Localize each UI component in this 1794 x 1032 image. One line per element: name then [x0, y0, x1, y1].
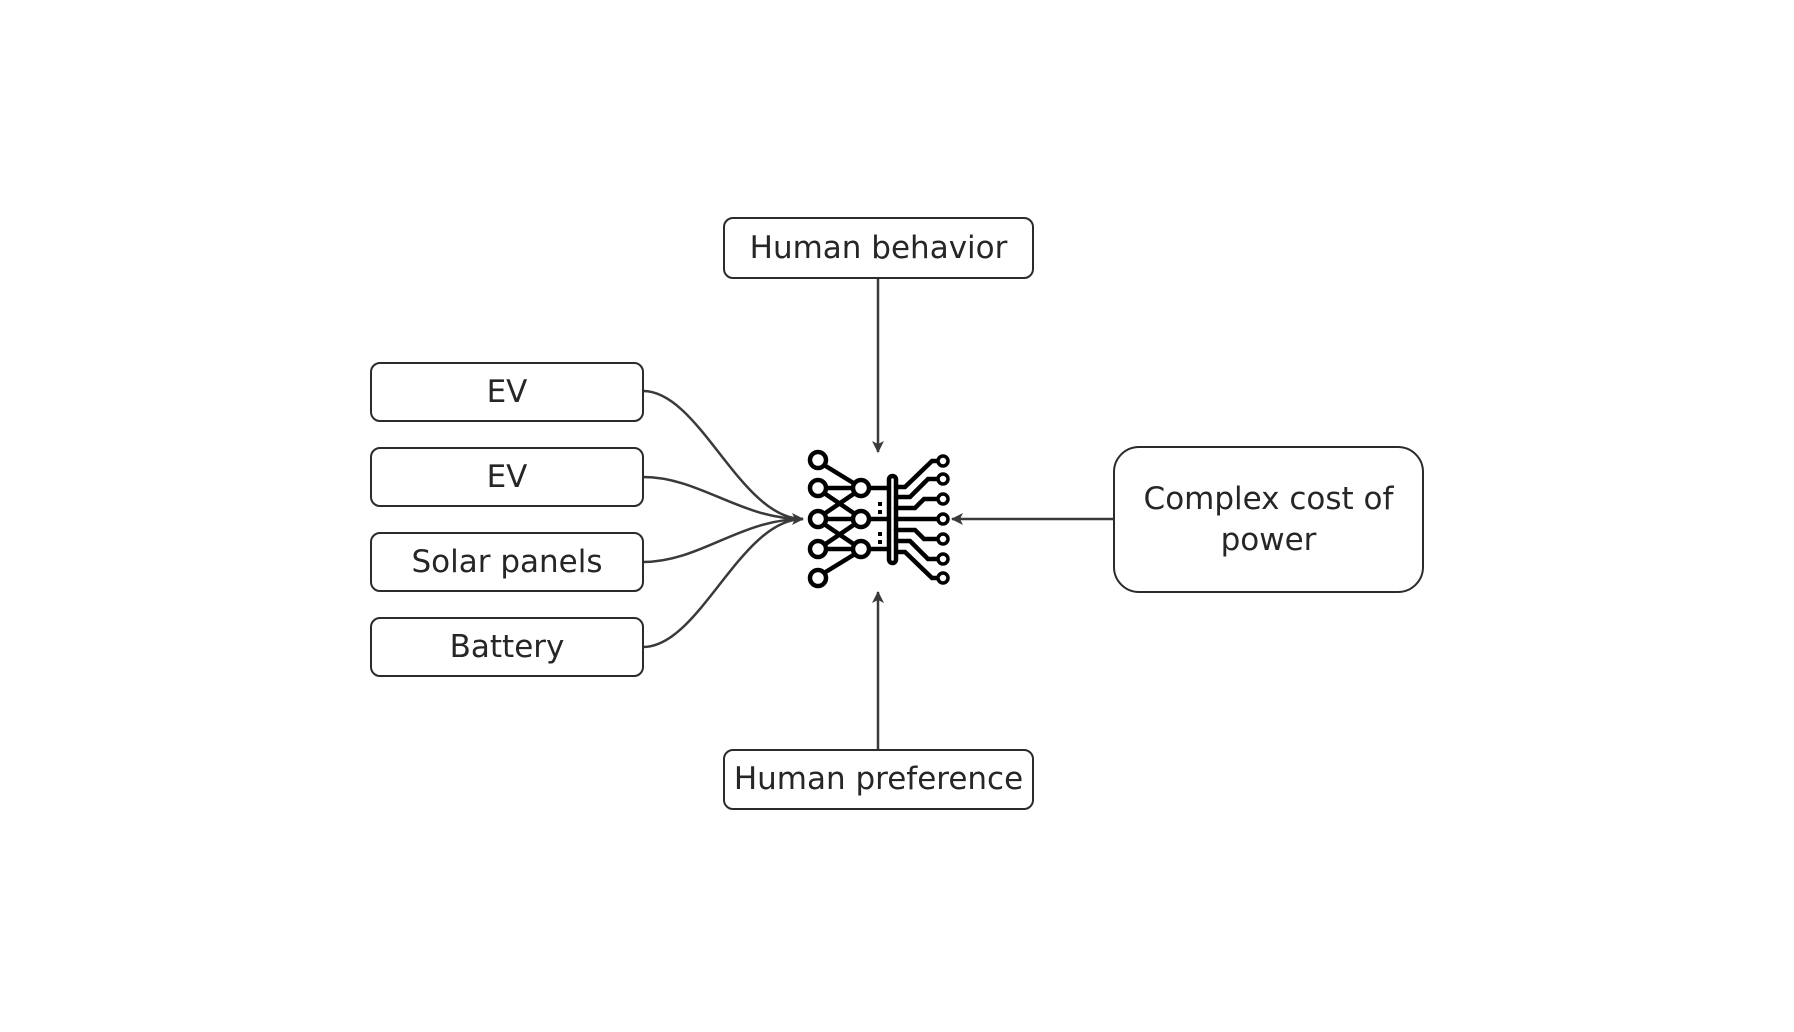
- node-human-behavior[interactable]: Human behavior: [723, 217, 1034, 279]
- node-battery[interactable]: Battery: [370, 617, 644, 677]
- node-label: Human behavior: [749, 229, 1008, 266]
- node-label: EV: [486, 458, 528, 495]
- icon-dots: [878, 502, 882, 544]
- node-label: EV: [486, 373, 528, 410]
- edge-ev-2: [642, 475, 804, 521]
- node-ev-1[interactable]: EV: [370, 362, 644, 422]
- node-solar-panels[interactable]: Solar panels: [370, 532, 644, 592]
- node-label: Solar panels: [411, 543, 603, 580]
- neural-network-icon: [807, 449, 950, 589]
- node-human-preference[interactable]: Human preference: [723, 749, 1034, 810]
- node-label: Complex cost of power: [1143, 480, 1394, 558]
- edge-battery: [642, 513, 804, 649]
- node-label: Battery: [449, 628, 565, 665]
- node-label: Human preference: [733, 761, 1024, 798]
- node-ev-2[interactable]: EV: [370, 447, 644, 507]
- edge-ev-1: [642, 389, 804, 521]
- edge-solar-panels: [642, 517, 804, 564]
- node-complex-cost[interactable]: Complex cost of power: [1113, 446, 1424, 593]
